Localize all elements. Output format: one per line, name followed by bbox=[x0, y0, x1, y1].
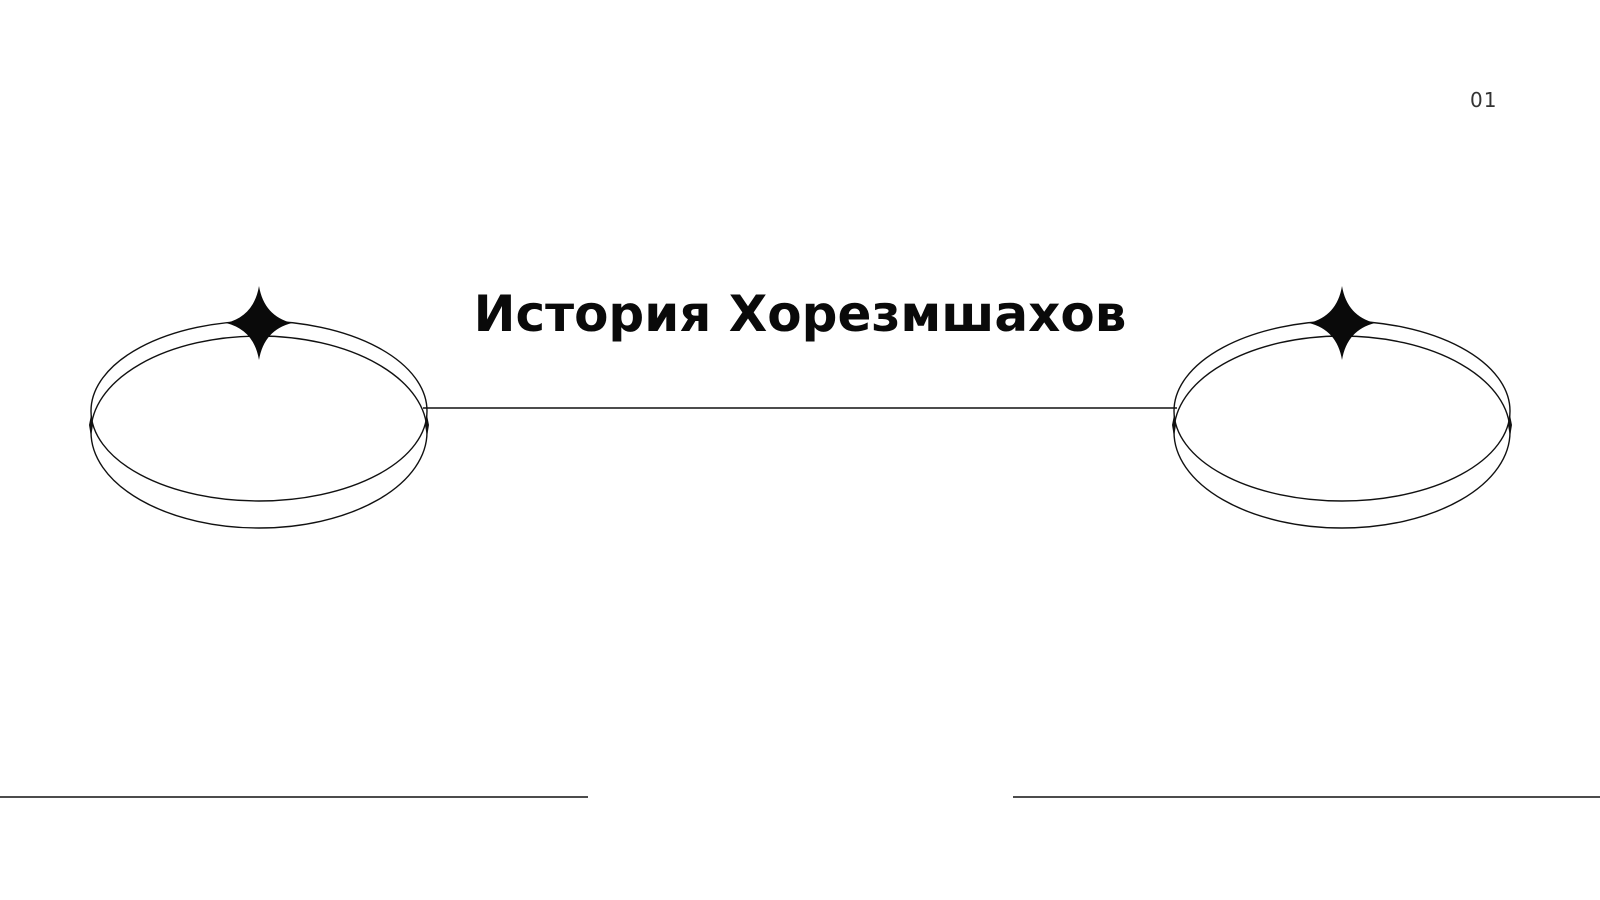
slide-number: 01 bbox=[1470, 88, 1498, 112]
left-star-icon bbox=[226, 286, 292, 360]
slide-title: История Хорезмшахов bbox=[473, 285, 1127, 343]
right-star-icon bbox=[1309, 286, 1375, 360]
